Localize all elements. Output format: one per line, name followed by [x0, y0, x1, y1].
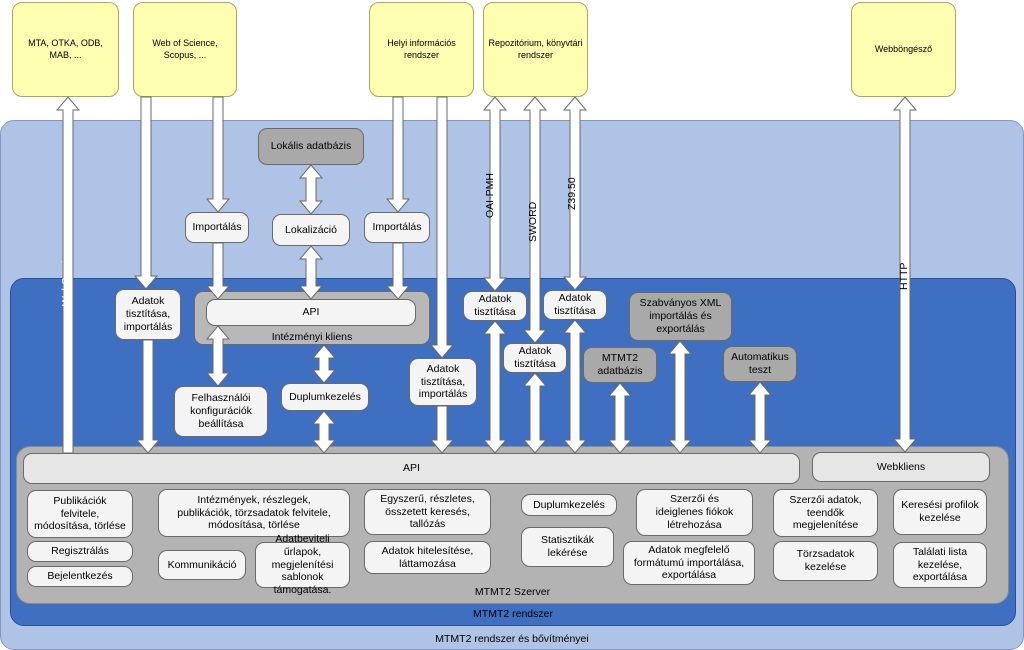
import-box-2: Importálás	[364, 212, 430, 243]
external-wos: Web of Science, Scopus, ...	[133, 2, 237, 97]
user-config-box: Felhasználói konfigurációk beállítása	[174, 386, 268, 437]
webservice-label: WebService	[60, 249, 72, 306]
data-cleaning-oai: Adatok tisztítása	[463, 291, 527, 321]
communication-box: Kommunikáció	[158, 550, 246, 580]
data-cleaning-sword: Adatok tisztítása	[503, 343, 567, 373]
wos-to-import-arrow	[205, 96, 231, 213]
data-cleaning-import-2: Adatok tisztítása, importálás	[409, 358, 477, 406]
external-mta: MTA, OTKA, ODB, MAB, ...	[12, 2, 119, 97]
author-data-box: Szerzői adatok, teendők megjelenítése	[773, 489, 878, 537]
result-list-box: Találati lista kezelése, exportálása	[893, 542, 987, 588]
sword-label: SWORD	[527, 201, 539, 242]
oai-pmh-label: OAI-PMH	[484, 173, 496, 218]
duplicate-handling-2: Duplumkezelés	[521, 494, 617, 516]
outer-container-label: MTMT2 rendszer és bővítményei	[435, 633, 589, 645]
master-data-box: Törzsadatok kezelése	[773, 541, 878, 581]
search-box: Egyszerű, részletes, összetett keresés, …	[364, 489, 491, 535]
server-api: API	[23, 453, 800, 484]
cleaning2-to-api-arrow	[429, 405, 455, 454]
statistics-box: Statisztikák lekérése	[521, 527, 614, 567]
oai-api-arrow	[482, 320, 508, 454]
test-api-arrow	[747, 381, 773, 454]
client-api: API	[206, 299, 416, 326]
import2-to-client-arrow	[385, 242, 411, 300]
login-box: Bejelentkezés	[27, 566, 133, 587]
client-label: Intézményi kliens	[271, 331, 353, 343]
import-box-1: Importálás	[185, 212, 249, 243]
duplicate-handling-1: Duplumkezelés	[281, 383, 369, 411]
server-container-label: MTMT2 Szerver	[474, 586, 551, 598]
arrow-shapes	[55, 96, 918, 454]
search-profiles-box: Keresési profilok kezelése	[893, 489, 987, 535]
input-forms-box: Adatbeviteli űrlapok, megjelenítési sabl…	[255, 533, 350, 596]
client-config-arrow	[205, 325, 231, 387]
registration-box: Regisztrálás	[27, 541, 133, 562]
external-repo: Repozitórium, könyvtári rendszer	[483, 2, 588, 97]
webclient-box: Webkliens	[812, 452, 990, 482]
duplicate-api-arrow	[311, 410, 337, 454]
z3950-api-arrow	[562, 319, 588, 454]
data-cleaning-import-1: Adatok tisztítása, importálás	[115, 289, 181, 340]
db-api-arrow	[607, 382, 633, 454]
mtmt2-database: MTMT2 adatbázis	[583, 347, 657, 383]
localdb-localization-arrow	[298, 164, 324, 215]
local-database: Lokális adatbázis	[258, 128, 364, 165]
http-label: HTTP	[898, 262, 910, 290]
standard-xml-box: Szabványos XML importálás és exportálás	[629, 292, 732, 341]
cleaning-to-api-arrow	[135, 339, 161, 454]
localization-client-arrow	[298, 245, 324, 300]
automatic-test-box: Automatikus teszt	[723, 346, 797, 382]
external-webbrowser: Webböngésző	[851, 2, 956, 97]
sword-api-arrow	[522, 372, 548, 454]
client-duplicate-arrow	[311, 344, 337, 384]
helyi-to-cleaning-arrow	[429, 96, 455, 359]
data-import-export-box: Adatok megfelelő formátumú importálása, …	[623, 541, 755, 585]
xml-api-arrow	[667, 340, 693, 454]
author-accounts-box: Szerzői és ideiglenes fiókok létrehozása	[636, 489, 753, 536]
localization-box: Lokalizáció	[272, 214, 350, 246]
authentication-box: Adatok hitelesítése, láttamozása	[364, 541, 491, 574]
publications-crud: Publikációk felvitele, módosítása, törlé…	[27, 490, 133, 538]
z3950-label: Z39.50	[566, 177, 578, 210]
import-to-client-arrow	[205, 242, 231, 300]
wos-to-cleaning-arrow	[133, 96, 159, 290]
institutions-crud: Intézmények, részlegek, publikációk, tör…	[158, 489, 350, 537]
helyi-to-import-arrow	[385, 96, 411, 213]
data-cleaning-z3950: Adatok tisztítása	[543, 290, 607, 320]
mid-container-label: MTMT2 rendszer	[473, 608, 553, 620]
external-helyi: Helyi információs rendszer	[369, 2, 474, 97]
